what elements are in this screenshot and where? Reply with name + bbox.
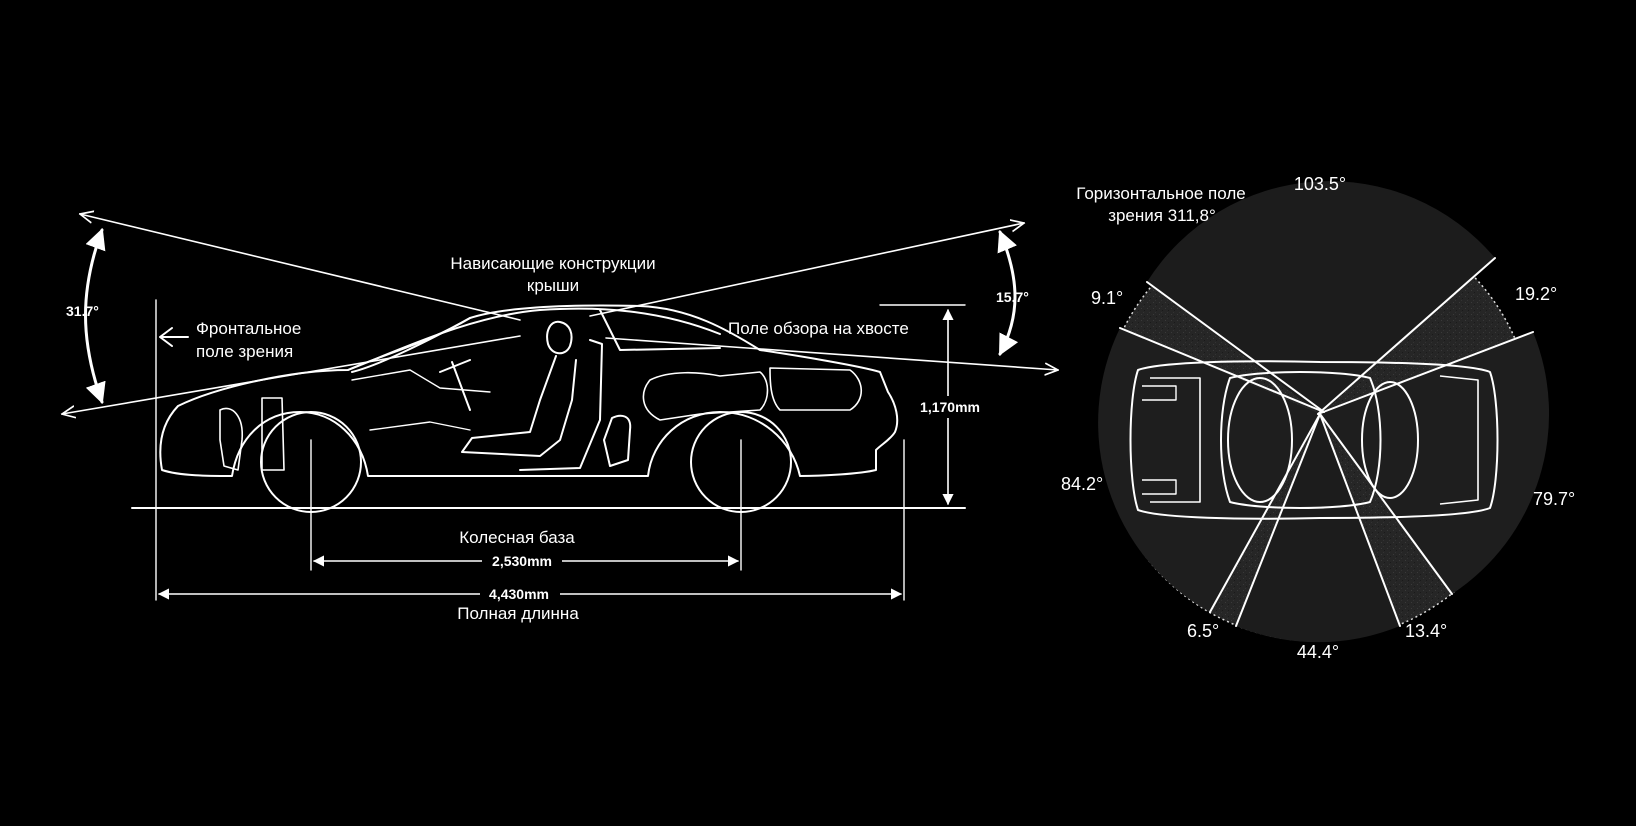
wheelbase-label: Колесная база — [459, 528, 575, 547]
steering-wheel — [439, 359, 471, 411]
side-view — [62, 214, 1058, 601]
front-sight-upper — [80, 214, 521, 321]
top-view-title-line1: Горизонтальное поле — [1076, 184, 1245, 203]
front-angle-arrow — [84, 228, 106, 404]
car-top-tail — [1439, 375, 1479, 505]
height-value: 1,170mm — [920, 399, 980, 415]
full-length-label: Полная длинна — [457, 604, 579, 623]
rear-intake — [603, 414, 632, 467]
top-view — [1098, 181, 1550, 643]
car-top-nose — [1150, 377, 1201, 503]
rear-sight-lower — [605, 337, 1058, 370]
wheelbase-value: 2,530mm — [492, 553, 552, 569]
angle-bottom: 44.4° — [1297, 642, 1339, 662]
engine — [642, 371, 769, 421]
frontal-label-line1: Фронтальное — [196, 319, 301, 338]
ray-upper-right-b — [1317, 331, 1534, 415]
front-sight-lower — [62, 335, 521, 414]
angle-right: 79.7° — [1533, 489, 1575, 509]
angle-upper-right: 19.2° — [1515, 284, 1557, 304]
car-top-cabin — [1220, 371, 1382, 509]
rear-sight-upper — [589, 223, 1024, 317]
rear-angle-arrow — [997, 230, 1019, 356]
ray-upper-right-a — [1317, 257, 1496, 415]
wheelbase-text-bg — [482, 550, 562, 570]
car-top-lights-front — [1142, 385, 1177, 495]
front-cylinder — [261, 397, 285, 471]
angle-upper-left: 9.1° — [1091, 288, 1123, 308]
angle-lower-right: 13.4° — [1405, 621, 1447, 641]
top-view-title-line2: зрения 311,8° — [1108, 206, 1216, 225]
frontal-arrow-icon — [159, 327, 189, 347]
angle-top: 103.5° — [1294, 174, 1346, 194]
height-text-bg — [912, 396, 988, 418]
front-angle-value: 31.7° — [66, 303, 99, 319]
frontal-label-line2: поле зрения — [196, 342, 293, 361]
ray-lower-right-b — [1319, 413, 1453, 595]
roof-label-line1: Нависающие конструкции — [450, 254, 655, 273]
rear-view-label: Поле обзора на хвосте — [728, 319, 909, 338]
rear-trunk — [769, 367, 863, 411]
sector-left — [1098, 328, 1320, 612]
roof-line — [347, 307, 721, 371]
ray-lower-left-b — [1235, 413, 1321, 627]
seat — [519, 339, 603, 471]
angle-lower-left: 6.5° — [1187, 621, 1219, 641]
ray-upper-left-a — [1146, 281, 1325, 413]
ray-upper-left-b — [1119, 327, 1325, 413]
ray-lower-right-a — [1319, 413, 1401, 627]
car-top-windshield — [1227, 377, 1293, 503]
driver-figure — [461, 320, 577, 457]
length-text-bg — [480, 584, 560, 604]
car-top-rear-window — [1361, 381, 1419, 499]
length-value: 4,430mm — [489, 586, 549, 602]
interior-lines — [351, 369, 491, 431]
sector-top — [1147, 181, 1495, 414]
side-window — [599, 309, 721, 351]
roof-label-line2: крыши — [527, 276, 579, 295]
rear-angle-value: 15.7° — [996, 289, 1029, 305]
sector-bottom — [1236, 414, 1400, 643]
front-radiator — [219, 407, 243, 471]
car-top-outline — [1129, 360, 1499, 520]
ray-lower-left-a — [1209, 413, 1321, 613]
windshield — [351, 317, 471, 373]
angle-left: 84.2° — [1061, 474, 1103, 494]
